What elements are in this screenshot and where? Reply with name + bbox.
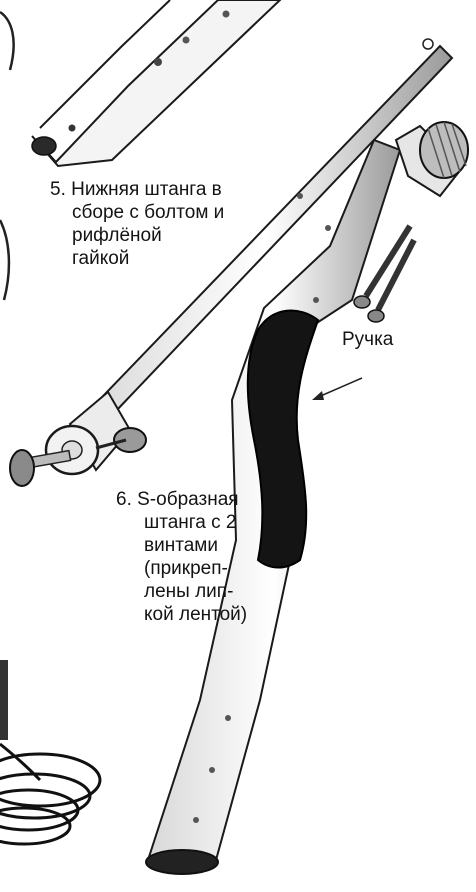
left-edge-parts (0, 12, 14, 740)
lower-rod-label: 5. Нижняя штанга в сборе с болтом и рифл… (50, 178, 270, 270)
knurled-cap (396, 122, 468, 196)
handle-label: Ручка (342, 328, 393, 351)
s-rod-label-line-3: винтами (116, 534, 286, 557)
lower-rod-label-line-2: сборе с болтом и (50, 201, 270, 224)
s-rod-label: 6. S-образная штанга с 2 винтами (прикре… (116, 488, 286, 626)
s-rod-label-line-2: штанга с 2 (116, 511, 286, 534)
handle-pointer-arrow (312, 378, 362, 400)
coiled-cable (0, 744, 100, 844)
s-rod-label-line-1: 6. S-образная (116, 488, 286, 511)
lower-rod-label-line-4: гайкой (50, 247, 270, 270)
lower-rod-label-line-3: рифлёной (50, 224, 270, 247)
lower-rod-label-line-1: 5. Нижняя штанга в (50, 178, 270, 201)
upper-rod (32, 0, 280, 166)
s-rod-label-line-5: лены лип- (116, 580, 286, 603)
s-rod-label-line-6: кой лентой) (116, 603, 286, 626)
bolt-and-knurled-nut (10, 392, 146, 486)
s-rod-label-line-4: (прикреп- (116, 557, 286, 580)
